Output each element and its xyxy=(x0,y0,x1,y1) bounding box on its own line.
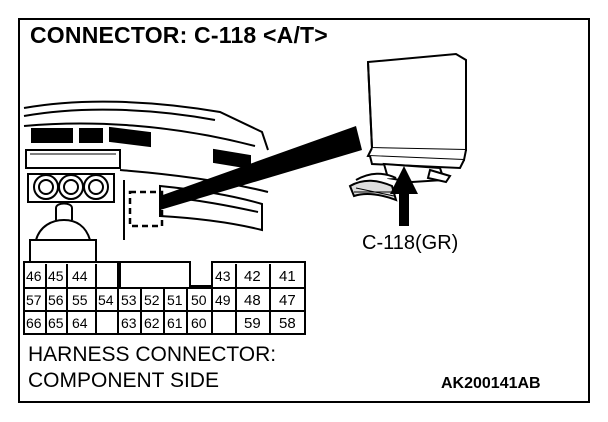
leader-wedge xyxy=(160,126,362,210)
page-title: CONNECTOR: C-118 <A/T> xyxy=(30,22,328,48)
figure-code: AK200141AB xyxy=(441,375,541,392)
connector-callout-label: C-118(GR) xyxy=(362,232,459,254)
pin-60: 60 xyxy=(191,315,207,331)
pin-59: 59 xyxy=(244,315,261,332)
connector-face-icon xyxy=(23,261,306,335)
pin-65: 65 xyxy=(48,315,64,331)
pin-42: 42 xyxy=(244,268,261,285)
figure-frame xyxy=(18,18,590,403)
pin-48: 48 xyxy=(244,292,261,309)
pin-47: 47 xyxy=(279,292,296,309)
pin-57: 57 xyxy=(26,292,42,308)
pin-50: 50 xyxy=(191,292,207,308)
pin-63: 63 xyxy=(121,315,137,331)
pin-64: 64 xyxy=(72,315,88,331)
pin-53: 53 xyxy=(121,292,137,308)
pin-49: 49 xyxy=(215,292,231,308)
component-side-caption: COMPONENT SIDE xyxy=(28,369,219,392)
component-module-illustration xyxy=(348,52,467,202)
pin-44: 44 xyxy=(72,268,88,284)
pin-61: 61 xyxy=(167,315,183,331)
pin-labels: 46 45 44 43 42 41 57 56 55 54 53 52 51 5… xyxy=(26,268,296,332)
pin-52: 52 xyxy=(144,292,160,308)
pin-54: 54 xyxy=(98,292,114,308)
pin-58: 58 xyxy=(279,315,296,332)
pin-56: 56 xyxy=(48,292,64,308)
pin-43: 43 xyxy=(215,268,231,284)
pin-45: 45 xyxy=(48,268,64,284)
pin-46: 46 xyxy=(26,268,42,284)
arrow-up-icon xyxy=(390,166,418,226)
pin-62: 62 xyxy=(144,315,160,331)
pin-41: 41 xyxy=(279,268,296,285)
pin-55: 55 xyxy=(72,292,88,308)
pin-51: 51 xyxy=(167,292,183,308)
pin-66: 66 xyxy=(26,315,42,331)
harness-connector-caption: HARNESS CONNECTOR: xyxy=(28,343,277,366)
